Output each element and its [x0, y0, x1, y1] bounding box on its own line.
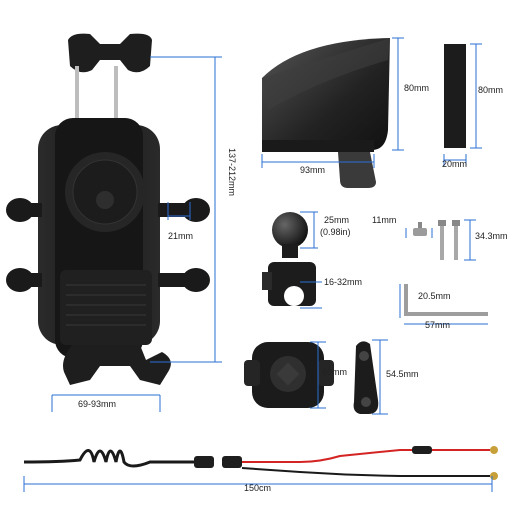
- foam-pad: [444, 44, 466, 148]
- screw-head-label: 11mm: [372, 215, 397, 225]
- wrench-short-label: 20.5mm: [418, 291, 451, 301]
- wrench-long-label: 57mm: [425, 320, 451, 330]
- arm-width-label: 21mm: [168, 231, 194, 241]
- screws: [413, 220, 460, 260]
- handlebar-clamp: [262, 262, 316, 306]
- ball-mount: [272, 212, 308, 258]
- pad-width-label: 20mm: [442, 159, 468, 169]
- mount-height-label: 60mm: [322, 367, 348, 377]
- screw-length-label: 34.3mm: [475, 231, 508, 241]
- hex-wrench: [404, 284, 488, 316]
- holder-height-label: 137-212mm: [227, 148, 237, 197]
- ball-diameter-inch-label: (0.98in): [320, 227, 351, 237]
- arm-length-label: 54.5mm: [386, 369, 419, 379]
- phone-holder: [6, 33, 210, 385]
- extension-arm: [353, 341, 379, 414]
- holder-width-label: 69-93mm: [78, 399, 117, 409]
- rotating-mount: [244, 342, 334, 408]
- cable-length-label: 150cm: [244, 483, 272, 493]
- sunshade-width-label: 93mm: [300, 165, 326, 175]
- pad-height-label: 80mm: [478, 85, 504, 95]
- clamp-range-label: 16-32mm: [324, 277, 363, 287]
- sunshade: [262, 38, 390, 188]
- sunshade-height-label: 80mm: [404, 83, 430, 93]
- power-cable: [23, 446, 498, 480]
- ball-diameter-label: 25mm: [324, 215, 350, 225]
